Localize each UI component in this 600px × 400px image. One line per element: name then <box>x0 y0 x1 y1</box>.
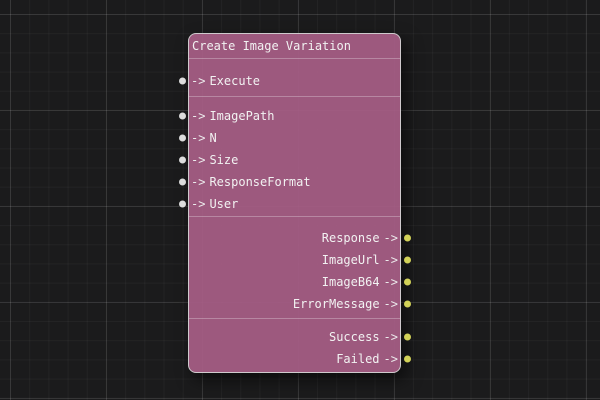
pin-arrow-icon: -> <box>191 109 206 123</box>
pin-arrow-icon: -> <box>191 131 206 145</box>
node-title: Create Image Variation <box>192 39 351 53</box>
pin-row-n: -> N <box>179 127 400 149</box>
node-title-bar[interactable]: Create Image Variation <box>189 34 400 58</box>
failed-output-pin[interactable] <box>404 355 411 363</box>
pin-label-execute: Execute <box>209 74 261 88</box>
pin-row-execute: -> Execute <box>179 70 400 92</box>
pin-label-failed: Failed <box>336 352 380 366</box>
separator <box>189 96 400 97</box>
n-input-pin[interactable] <box>179 134 186 142</box>
pin-arrow-icon: -> <box>383 253 398 267</box>
pin-label-response: Response <box>321 231 380 245</box>
pin-arrow-icon: -> <box>383 275 398 289</box>
imageurl-output-pin[interactable] <box>404 256 411 264</box>
pin-row-imagepath: -> ImagePath <box>179 105 400 127</box>
pin-row-imageurl: ImageUrl -> <box>189 249 411 271</box>
separator <box>189 216 400 217</box>
pin-row-size: -> Size <box>179 149 400 171</box>
node-create-image-variation[interactable]: Create Image Variation -> Execute -> Ima… <box>179 33 411 373</box>
output-group: Response -> ImageUrl -> ImageB64 -> Erro… <box>189 217 411 318</box>
separator <box>189 318 400 319</box>
pin-row-response: Response -> <box>189 227 411 249</box>
imagepath-input-pin[interactable] <box>179 112 186 120</box>
execute-input-pin[interactable] <box>179 77 186 85</box>
pin-label-n: N <box>209 131 217 145</box>
size-input-pin[interactable] <box>179 156 186 164</box>
pin-row-errormessage: ErrorMessage -> <box>189 293 411 315</box>
pin-label-success: Success <box>328 330 380 344</box>
user-input-pin[interactable] <box>179 200 186 208</box>
pin-arrow-icon: -> <box>191 153 206 167</box>
pin-row-user: -> User <box>179 193 400 215</box>
pin-label-errormessage: ErrorMessage <box>292 297 380 311</box>
pin-label-imageurl: ImageUrl <box>321 253 380 267</box>
pin-label-size: Size <box>209 153 239 167</box>
pin-label-user: User <box>209 197 239 211</box>
response-output-pin[interactable] <box>404 234 411 242</box>
pin-arrow-icon: -> <box>191 175 206 189</box>
exec-output-group: Success -> Failed -> <box>189 319 411 372</box>
input-group: -> ImagePath -> N -> Size -> ResponseFor… <box>179 97 400 216</box>
errormessage-output-pin[interactable] <box>404 300 411 308</box>
responseformat-input-pin[interactable] <box>179 178 186 186</box>
pin-row-imageb64: ImageB64 -> <box>189 271 411 293</box>
pin-arrow-icon: -> <box>383 330 398 344</box>
success-output-pin[interactable] <box>404 333 411 341</box>
imageb64-output-pin[interactable] <box>404 278 411 286</box>
pin-arrow-icon: -> <box>383 297 398 311</box>
exec-input-group: -> Execute <box>179 59 400 96</box>
pin-row-responseformat: -> ResponseFormat <box>179 171 400 193</box>
pin-arrow-icon: -> <box>383 352 398 366</box>
pin-label-imageb64: ImageB64 <box>321 275 380 289</box>
pin-row-failed: Failed -> <box>189 348 411 370</box>
pin-arrow-icon: -> <box>191 197 206 211</box>
separator <box>189 58 400 59</box>
pin-label-responseformat: ResponseFormat <box>209 175 311 189</box>
pin-label-imagepath: ImagePath <box>209 109 275 123</box>
pin-row-success: Success -> <box>189 326 411 348</box>
pin-arrow-icon: -> <box>383 231 398 245</box>
pin-arrow-icon: -> <box>191 74 206 88</box>
